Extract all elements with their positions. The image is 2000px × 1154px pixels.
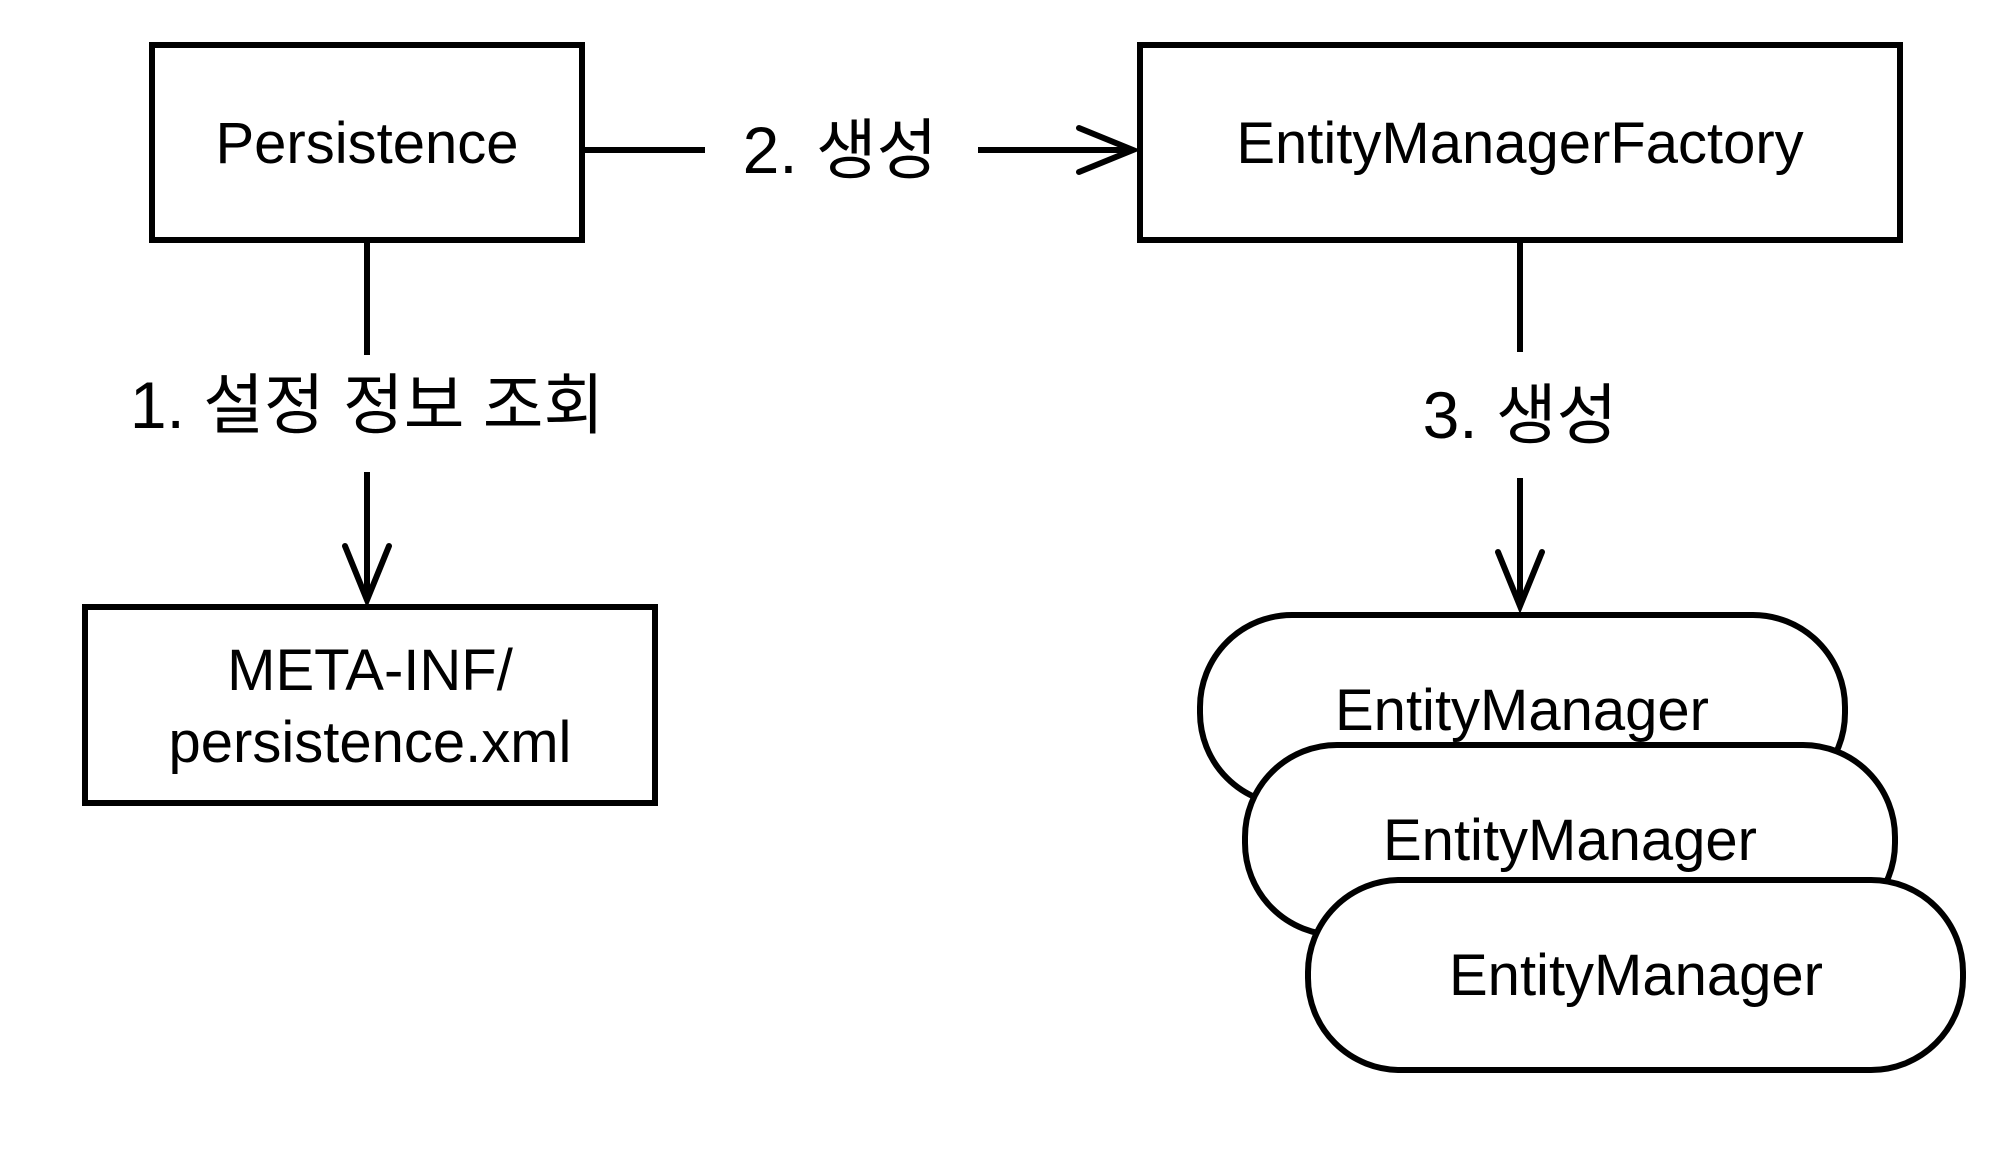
- entity-manager-box-3: [1305, 877, 1966, 1073]
- entity-manager-factory-box: [1137, 42, 1903, 243]
- persistence-xml-box: [82, 604, 658, 806]
- entity-manager-factory-label: EntityManagerFactory: [1236, 111, 1803, 176]
- persistence-xml-label-line1: META-INF/: [227, 638, 514, 703]
- entity-manager-label-2: EntityManager: [1383, 808, 1757, 873]
- persistence-label: Persistence: [215, 111, 518, 176]
- persistence-xml-label-line2: persistence.xml: [169, 710, 572, 775]
- entity-manager-label-3: EntityManager: [1449, 943, 1823, 1008]
- step3-label: 3. 생성: [1423, 378, 1618, 452]
- step2-label: 2. 생성: [743, 113, 938, 187]
- step1-label: 1. 설정 정보 조회: [130, 368, 604, 442]
- entity-manager-label-1: EntityManager: [1335, 678, 1709, 743]
- persistence-box: [149, 42, 585, 243]
